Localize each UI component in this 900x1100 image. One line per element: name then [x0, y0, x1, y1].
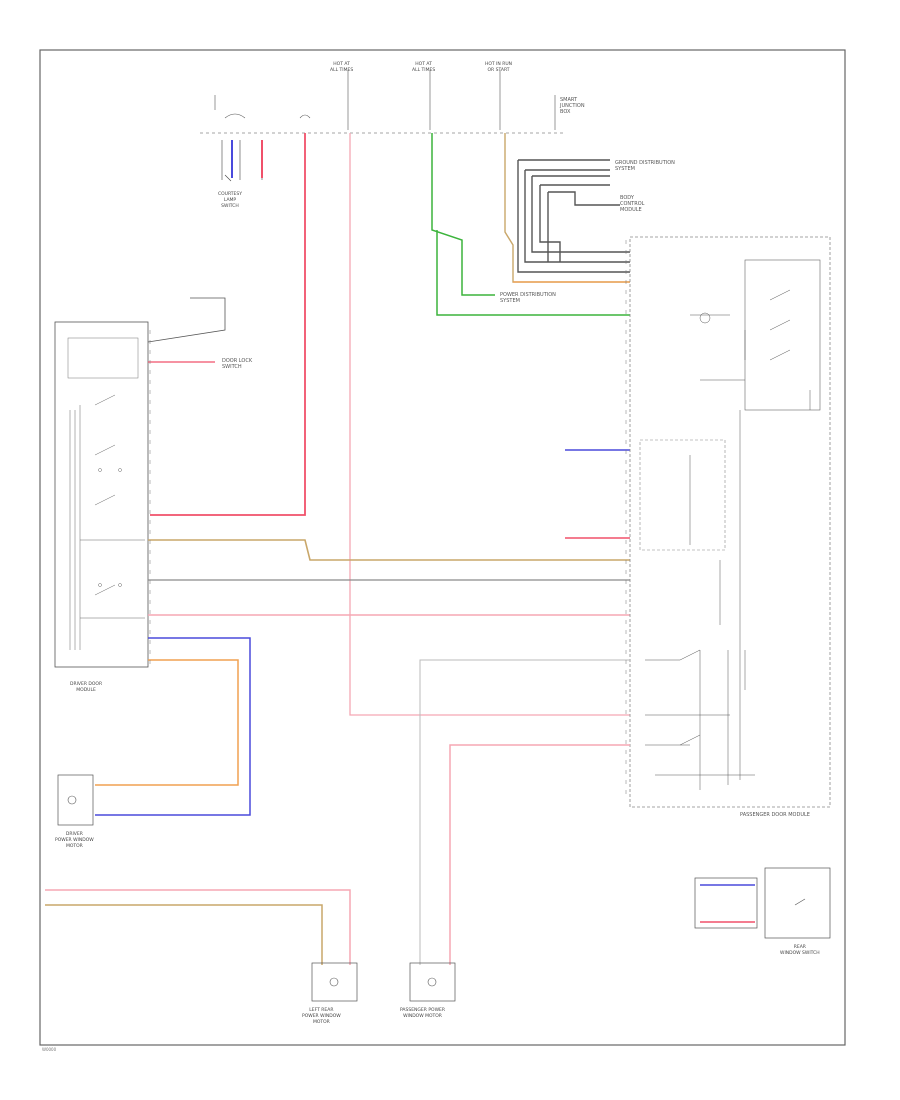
wire-green-2: [436, 230, 630, 316]
passenger-motor-box: [409, 962, 456, 1002]
wire-tan-window: [148, 539, 630, 561]
label-hot-in-run-start: HOT IN RUN OR START: [485, 62, 513, 73]
connector-ticks: [149, 240, 627, 800]
wire-pink-passenger: [349, 133, 630, 716]
wire-gray-feed: [147, 297, 226, 343]
label-driver-power-window-motor: DRIVER POWER WINDOW MOTOR: [55, 832, 94, 849]
label-hot-at-all-times-2: HOT AT ALL TIMES: [412, 62, 436, 73]
fuse-symbols: [214, 70, 556, 130]
passenger-module-internal: [645, 289, 811, 790]
driver-lock-switch-box: [67, 337, 139, 379]
rear-switch-connector: [694, 877, 758, 929]
label-hot-at-all-times-1: HOT AT ALL TIMES: [330, 62, 354, 73]
label-passenger-door-module: PASSENGER DOOR MODULE: [740, 812, 810, 818]
label-rear-window-switch: REAR WINDOW SWITCH: [780, 945, 820, 956]
driver-door-module-box: [54, 321, 149, 668]
wire-pink-passenger-motor: [449, 744, 630, 965]
diagram-id: W0000: [42, 1047, 57, 1052]
rear-window-switch-box: [764, 867, 831, 939]
wire-pink-rear-motor: [45, 889, 351, 965]
driver-module-internal: [69, 394, 145, 650]
wire-tan-rear-motor: [45, 904, 323, 965]
left-rear-motor-symbol: [329, 977, 339, 987]
label-driver-door-module: DRIVER DOOR MODULE: [70, 682, 103, 693]
label-passenger-power-window-motor: PASSENGER POWER WINDOW MOTOR: [400, 1008, 445, 1019]
wire-blue-motor: [95, 637, 251, 816]
label-courtesy-lamp-switch: COURTESY LAMP SWITCH: [218, 192, 242, 209]
label-smart-junction-box: SMART JUNCTION BOX: [560, 97, 585, 115]
wire-orange-motor: [95, 659, 239, 786]
diagram-border: [39, 49, 846, 1046]
driver-motor-symbol: [67, 795, 77, 805]
label-body-control-module: BODY CONTROL MODULE: [620, 195, 645, 213]
passenger-door-module-box: [629, 236, 831, 808]
left-rear-motor-box: [311, 962, 358, 1002]
driver-motor-box: [57, 774, 94, 826]
passenger-lock-box: [639, 439, 726, 551]
passenger-motor-symbol: [427, 977, 437, 987]
label-power-distribution: POWER DISTRIBUTION SYSTEM: [500, 292, 556, 304]
label-driver-lock-switch: DOOR LOCK SWITCH: [222, 358, 253, 370]
label-ground-distribution: GROUND DISTRIBUTION SYSTEM: [615, 160, 675, 172]
wire-red-main: [150, 133, 306, 516]
wire-gray-passenger-motor: [419, 659, 630, 965]
label-left-rear-power-window-motor: LEFT REAR POWER WINDOW MOTOR: [302, 1008, 341, 1025]
wire-green-1: [431, 133, 495, 296]
harness-bcm: [504, 133, 630, 283]
rear-switch-contact: [794, 898, 806, 906]
